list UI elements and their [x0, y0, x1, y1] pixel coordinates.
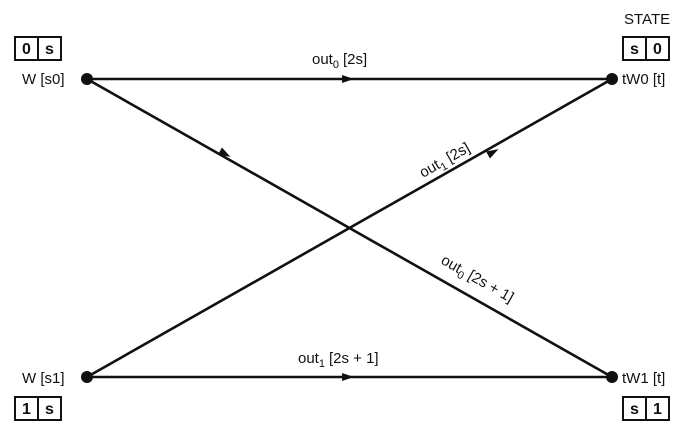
- node-label-tw1: tW1 [t]: [622, 370, 665, 387]
- node-label-w-s1: W [s1]: [22, 370, 65, 387]
- state-cell: s: [45, 41, 54, 58]
- arrow-falling: [218, 147, 231, 157]
- state-cell: s: [630, 401, 639, 418]
- state-box-tw1: s 1: [622, 396, 670, 421]
- state-cell: 0: [22, 41, 31, 58]
- edge-label-bottom: out1[2s + 1]: [298, 350, 379, 370]
- node-w-s0: [81, 73, 93, 85]
- state-cell: s: [45, 401, 54, 418]
- node-tw1: [606, 371, 618, 383]
- state-box-w-s0: 0 s: [14, 36, 62, 61]
- node-w-s1: [81, 371, 93, 383]
- edge-label-top: out0[2s]: [312, 51, 367, 71]
- node-label-tw0: tW0 [t]: [622, 71, 665, 88]
- state-cell: 1: [22, 401, 31, 418]
- node-label-w-s0: W [s0]: [22, 71, 65, 88]
- edge-rising: [86, 77, 613, 379]
- state-box-tw0: s 0: [622, 36, 670, 61]
- arrow-rising: [486, 149, 499, 159]
- state-cell: 0: [653, 41, 662, 58]
- arrow-bottom: [342, 373, 354, 381]
- state-box-w-s1: 1 s: [14, 396, 62, 421]
- arrow-top: [342, 75, 354, 83]
- state-header: STATE: [624, 11, 670, 28]
- node-tw0: [606, 73, 618, 85]
- state-cell: s: [630, 41, 639, 58]
- state-cell: 1: [653, 401, 662, 418]
